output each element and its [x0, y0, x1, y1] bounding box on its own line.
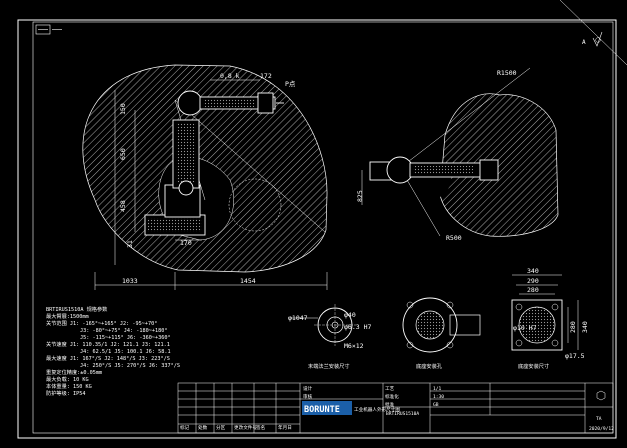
spec-line: 最大臂展:1500mm	[46, 312, 89, 320]
spec-line: 最大负载: 10 KG	[46, 375, 89, 383]
flange-view: φ1047 φ40 φ6.3 H7 M6×12 末端法兰安装尺寸	[288, 304, 371, 370]
flange-d2: φ40	[344, 311, 356, 319]
tb-standard: GB	[433, 402, 439, 408]
base-round-view: 底座安装孔	[402, 297, 481, 370]
spec-line: 关节速度 J1: 110.35/1 J2: 121.1 J3: 121.1	[46, 340, 170, 348]
base-small-hole: φ17.5	[565, 352, 585, 360]
base-caption-2: 底座安装尺寸	[518, 362, 549, 370]
tb-sheet-count: 1/1	[433, 386, 442, 392]
tb-row-label: 标准化	[385, 393, 399, 400]
dim-upper-arm: 650	[119, 148, 127, 160]
tb-row-label: 设计	[303, 385, 313, 392]
base-h280: 280	[569, 321, 577, 333]
flange-d3: φ6.3 H7	[344, 323, 371, 331]
flange-caption: 末端法兰安装尺寸	[308, 362, 350, 370]
dim-front-reach: 1454	[240, 277, 256, 285]
base-h340: 340	[581, 321, 589, 333]
spec-line: 最大速度 J1: 167°/S J2: 148°/S J3: 223°/S	[46, 354, 170, 362]
tb-header-label: 签名	[256, 424, 265, 431]
title-block	[177, 382, 614, 434]
surface-finish-icon	[592, 31, 603, 47]
spec-line: 关节范围 J1: -165°~+165° J2: -95~+70°	[46, 319, 157, 327]
tb-header-label: 年月日	[278, 424, 292, 431]
tb-row-label: 审核	[303, 393, 313, 400]
svg-text:BORUNTE: BORUNTE	[304, 405, 340, 415]
dim-top-reach: 0,8 k	[220, 72, 240, 80]
flange-d1: φ1047	[288, 314, 308, 322]
dim-top-offset: 172	[260, 72, 272, 80]
spec-block: BRTIRUS1510A 规格参数 最大臂展:1500mm 关节范围 J1: -…	[46, 305, 180, 397]
hex-icon	[596, 390, 606, 401]
spec-line: 防护等级: IP54	[46, 389, 86, 397]
spec-line: J4: 62.5/1 J5: 100.1 J6: 58.1	[80, 349, 171, 355]
base-hole: φ10 H7	[513, 324, 537, 332]
spec-line: J5: -115~+115° J6: -360~+360°	[80, 335, 171, 341]
spec-line: J3: -80°~+75° J4: -180~+180°	[80, 328, 167, 334]
spec-line: 本体重量: 150 KG	[46, 382, 92, 390]
borunte-logo: BORUNTE	[302, 401, 352, 415]
top-view: R1500 R500 825	[356, 67, 559, 242]
tb-header-label: 更改文件号	[234, 424, 257, 431]
top-offset-label: 825	[356, 190, 364, 202]
top-workspace-envelope	[439, 93, 559, 237]
dim-base-width: 170	[180, 239, 192, 247]
outer-border	[17, 19, 617, 439]
tb-row-label: 工艺	[385, 386, 395, 392]
base-w290: 290	[527, 277, 539, 285]
tb-date: 2020/9/12	[589, 426, 614, 432]
tb-model-code: BRTIRUS1510A	[386, 411, 419, 417]
base-caption-1: 底座安装孔	[416, 362, 443, 370]
tb-header-label: 处数	[198, 424, 208, 431]
spec-model: BRTIRUS1510A 规格参数	[46, 305, 108, 313]
sheet-symbol-icon	[35, 24, 62, 35]
tb-product-name: 工业机器人外形尺寸图	[354, 406, 400, 413]
spec-line: J4: 250°/S J5: 270°/S J6: 337°/S	[80, 363, 180, 369]
p-point-label: P点	[285, 80, 296, 88]
dim-base: 31	[126, 240, 134, 248]
tb-small-mark: TA	[596, 416, 602, 422]
dim-lower: 458	[119, 200, 127, 212]
tb-row-label: 批准	[385, 401, 395, 408]
dim-height-150: 150	[119, 103, 127, 115]
base-w280: 280	[527, 286, 539, 294]
base-square-view: 340 290 280 280 340 φ10 H7 φ17.5 底座安装尺寸	[511, 267, 589, 370]
orientation-mark: A	[582, 39, 586, 46]
dim-rear-reach: 1033	[122, 277, 138, 285]
side-view: 0,8 k 172 P点 150 650 458 31 170 1033 145…	[82, 64, 328, 290]
top-inner-radius-label: R500	[446, 234, 462, 242]
tb-header-label: 分区	[216, 424, 226, 431]
tb-header-label: 标记	[180, 424, 190, 431]
tb-scale: 1:30	[433, 394, 444, 400]
spec-line: 重复定位精度:±0.05mm	[46, 368, 102, 376]
flange-screw: M6×12	[344, 342, 364, 350]
top-radius-label: R1500	[497, 69, 517, 77]
base-w340: 340	[527, 267, 539, 275]
